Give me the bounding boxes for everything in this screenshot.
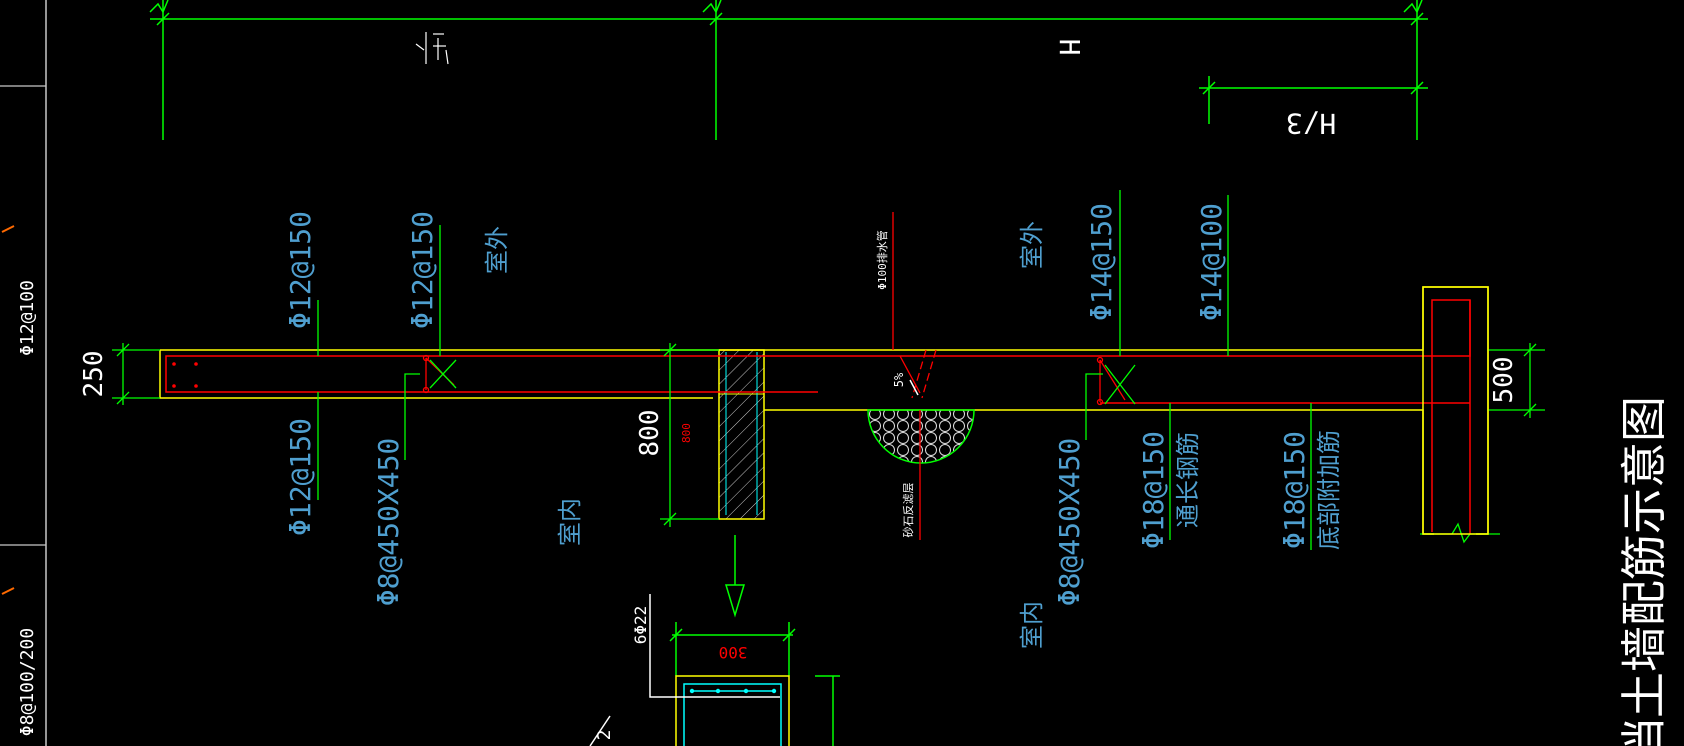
h-third-label: H/3 [1286,107,1337,140]
drain-pipe-c [921,349,937,399]
outdoor-label-1: 室外 [483,226,511,274]
section-arrow [724,535,746,618]
gravel-label: 砂石反滤层 [902,483,915,538]
tie-2-b [1099,359,1126,401]
slope-arrow [909,379,919,396]
tie-1-dot [422,386,430,394]
beam-bar [771,688,777,694]
dim-800-red-label: 800 [680,423,693,443]
leader-cross-2b [1104,364,1136,405]
dim-500-label: 500 [1489,357,1519,404]
indoor-label-1: 室内 [556,498,584,546]
top-bar-4-label: Φ14@100 [1195,203,1228,321]
drain-pipe-label: Φ100排水管 [875,230,889,290]
outdoor-label-2: 室外 [1018,221,1046,269]
beam-section [589,594,840,746]
bot-bar-5-note: 底部附加筋 [1315,430,1343,550]
break-3 [1403,0,1423,14]
dim-800-tick [663,343,677,357]
rebar-dot [172,384,176,388]
beam-stirrup [683,683,782,746]
rebar-dot [194,384,198,388]
break-2 [702,0,722,14]
arrow-head [724,584,746,618]
tie-cross-2 [1096,356,1126,406]
tie-2-dot [1096,356,1104,364]
leader-bot-3 [1085,373,1103,440]
drawing-title: 挡土墙配筋示意图 [1617,396,1671,746]
small-digit-label: 2 [594,730,615,741]
rebar-dot [194,362,198,366]
left-orange-tick-2 [1,587,15,595]
beam-bars [689,688,777,694]
slab-outline-bottom [159,350,713,399]
dim-500-tick [1523,403,1537,417]
top-dimension-group [149,0,1428,140]
beam-bars-label: 6Φ22 [631,606,650,645]
bot-bar-4-label: Φ18@150 [1137,431,1170,549]
dim-250-label: 250 [79,351,109,398]
left-orange-tick-1 [1,225,15,233]
bot-bar-5-label: Φ18@150 [1278,431,1311,549]
h-top-label: H [1053,39,1086,56]
tick-2 [709,12,723,26]
tie-1-dot [422,354,430,362]
bottom-rebar [165,385,818,393]
drainage [867,212,975,540]
bot-bar-1-label: Φ12@150 [284,418,317,536]
beam-outline [675,675,790,746]
tick-4 [1202,81,1216,95]
beam-bar [715,688,721,694]
tie-2-dot [1096,398,1104,406]
mark-stroke-6 [415,43,425,51]
beam-bar [743,688,749,694]
rebar-dot [172,362,176,366]
gravel-filter [867,409,975,464]
drain-pipe-a [899,355,921,394]
top-rebar [165,299,1471,532]
beam-leader [649,594,780,698]
beam-dim-tick [669,628,683,642]
break-1 [149,0,169,14]
bot-bar-2-label: Φ8@450X450 [372,438,405,607]
dim-500-tick [1523,343,1537,357]
tick-3 [1410,12,1424,26]
tick-1 [156,12,170,26]
dim-800-tick [663,512,677,526]
wall-slab [159,286,1489,535]
tie-cross-1 [422,354,455,394]
dim-250-tick [116,391,130,405]
mark-stroke-5 [445,49,449,65]
column-outline [1422,286,1489,535]
beam-dim-tick [782,628,796,642]
left-bottom-label: Φ8@100/200 [17,628,38,736]
top-bar-2-label: Φ12@150 [406,211,439,329]
drain-pipe-b [911,349,927,399]
dim-300-label: 300 [719,643,748,662]
beam-bar [689,688,695,694]
leader-lines [317,190,1312,550]
bot-bar-3-label: Φ8@450X450 [1053,438,1086,607]
tick-5 [1410,81,1424,95]
indoor-label-2: 室内 [1018,601,1046,649]
dim-250-tick [116,343,130,357]
top-bar-3-label: Φ14@150 [1085,203,1118,321]
slope-label: 5% [892,372,906,387]
left-sidebar: Φ12@100 Φ8@100/200 [0,0,47,746]
bottom-small-line [589,715,611,746]
bot-bar-4-note: 通长钢筋 [1174,432,1202,528]
top-bar-1-label: Φ12@150 [284,211,317,329]
dim-800-label: 800 [635,410,665,457]
left-top-label: Φ12@100 [17,280,38,356]
text-labels: 250 800 800 500 300 Φ12@150 Φ12@150 Φ14@… [79,203,1671,746]
leader-bot-2 [404,373,420,460]
rotated-chinese-mark [415,32,449,65]
leader-cross-1b [429,359,457,389]
